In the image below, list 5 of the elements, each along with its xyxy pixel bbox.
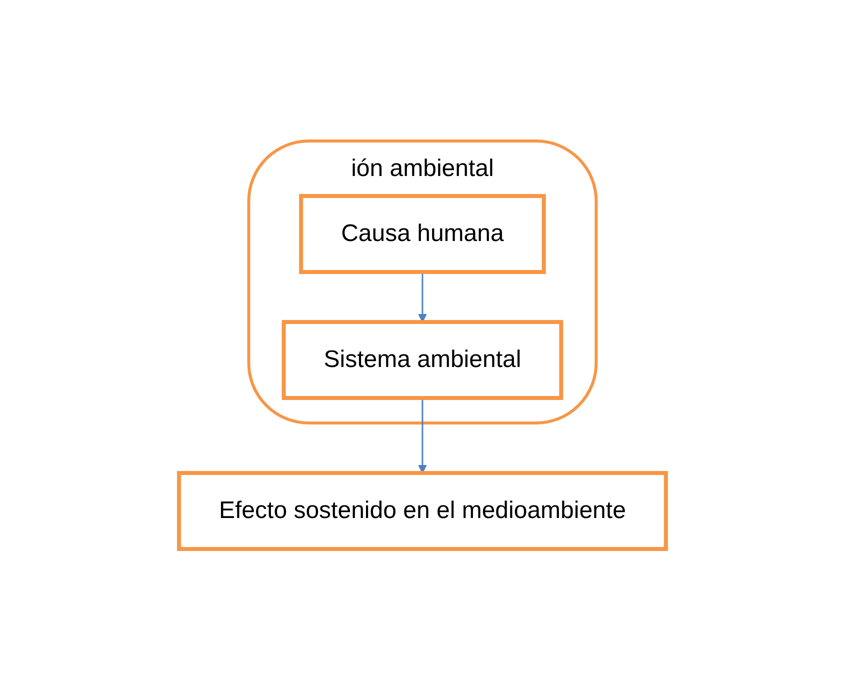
node-box: Efecto sostenido en el medioambiente: [177, 470, 668, 550]
node-box: Causa humana: [299, 194, 546, 274]
arrow: [418, 272, 427, 322]
arrow: [418, 398, 427, 473]
node-box: Sistema ambiental: [282, 320, 564, 400]
